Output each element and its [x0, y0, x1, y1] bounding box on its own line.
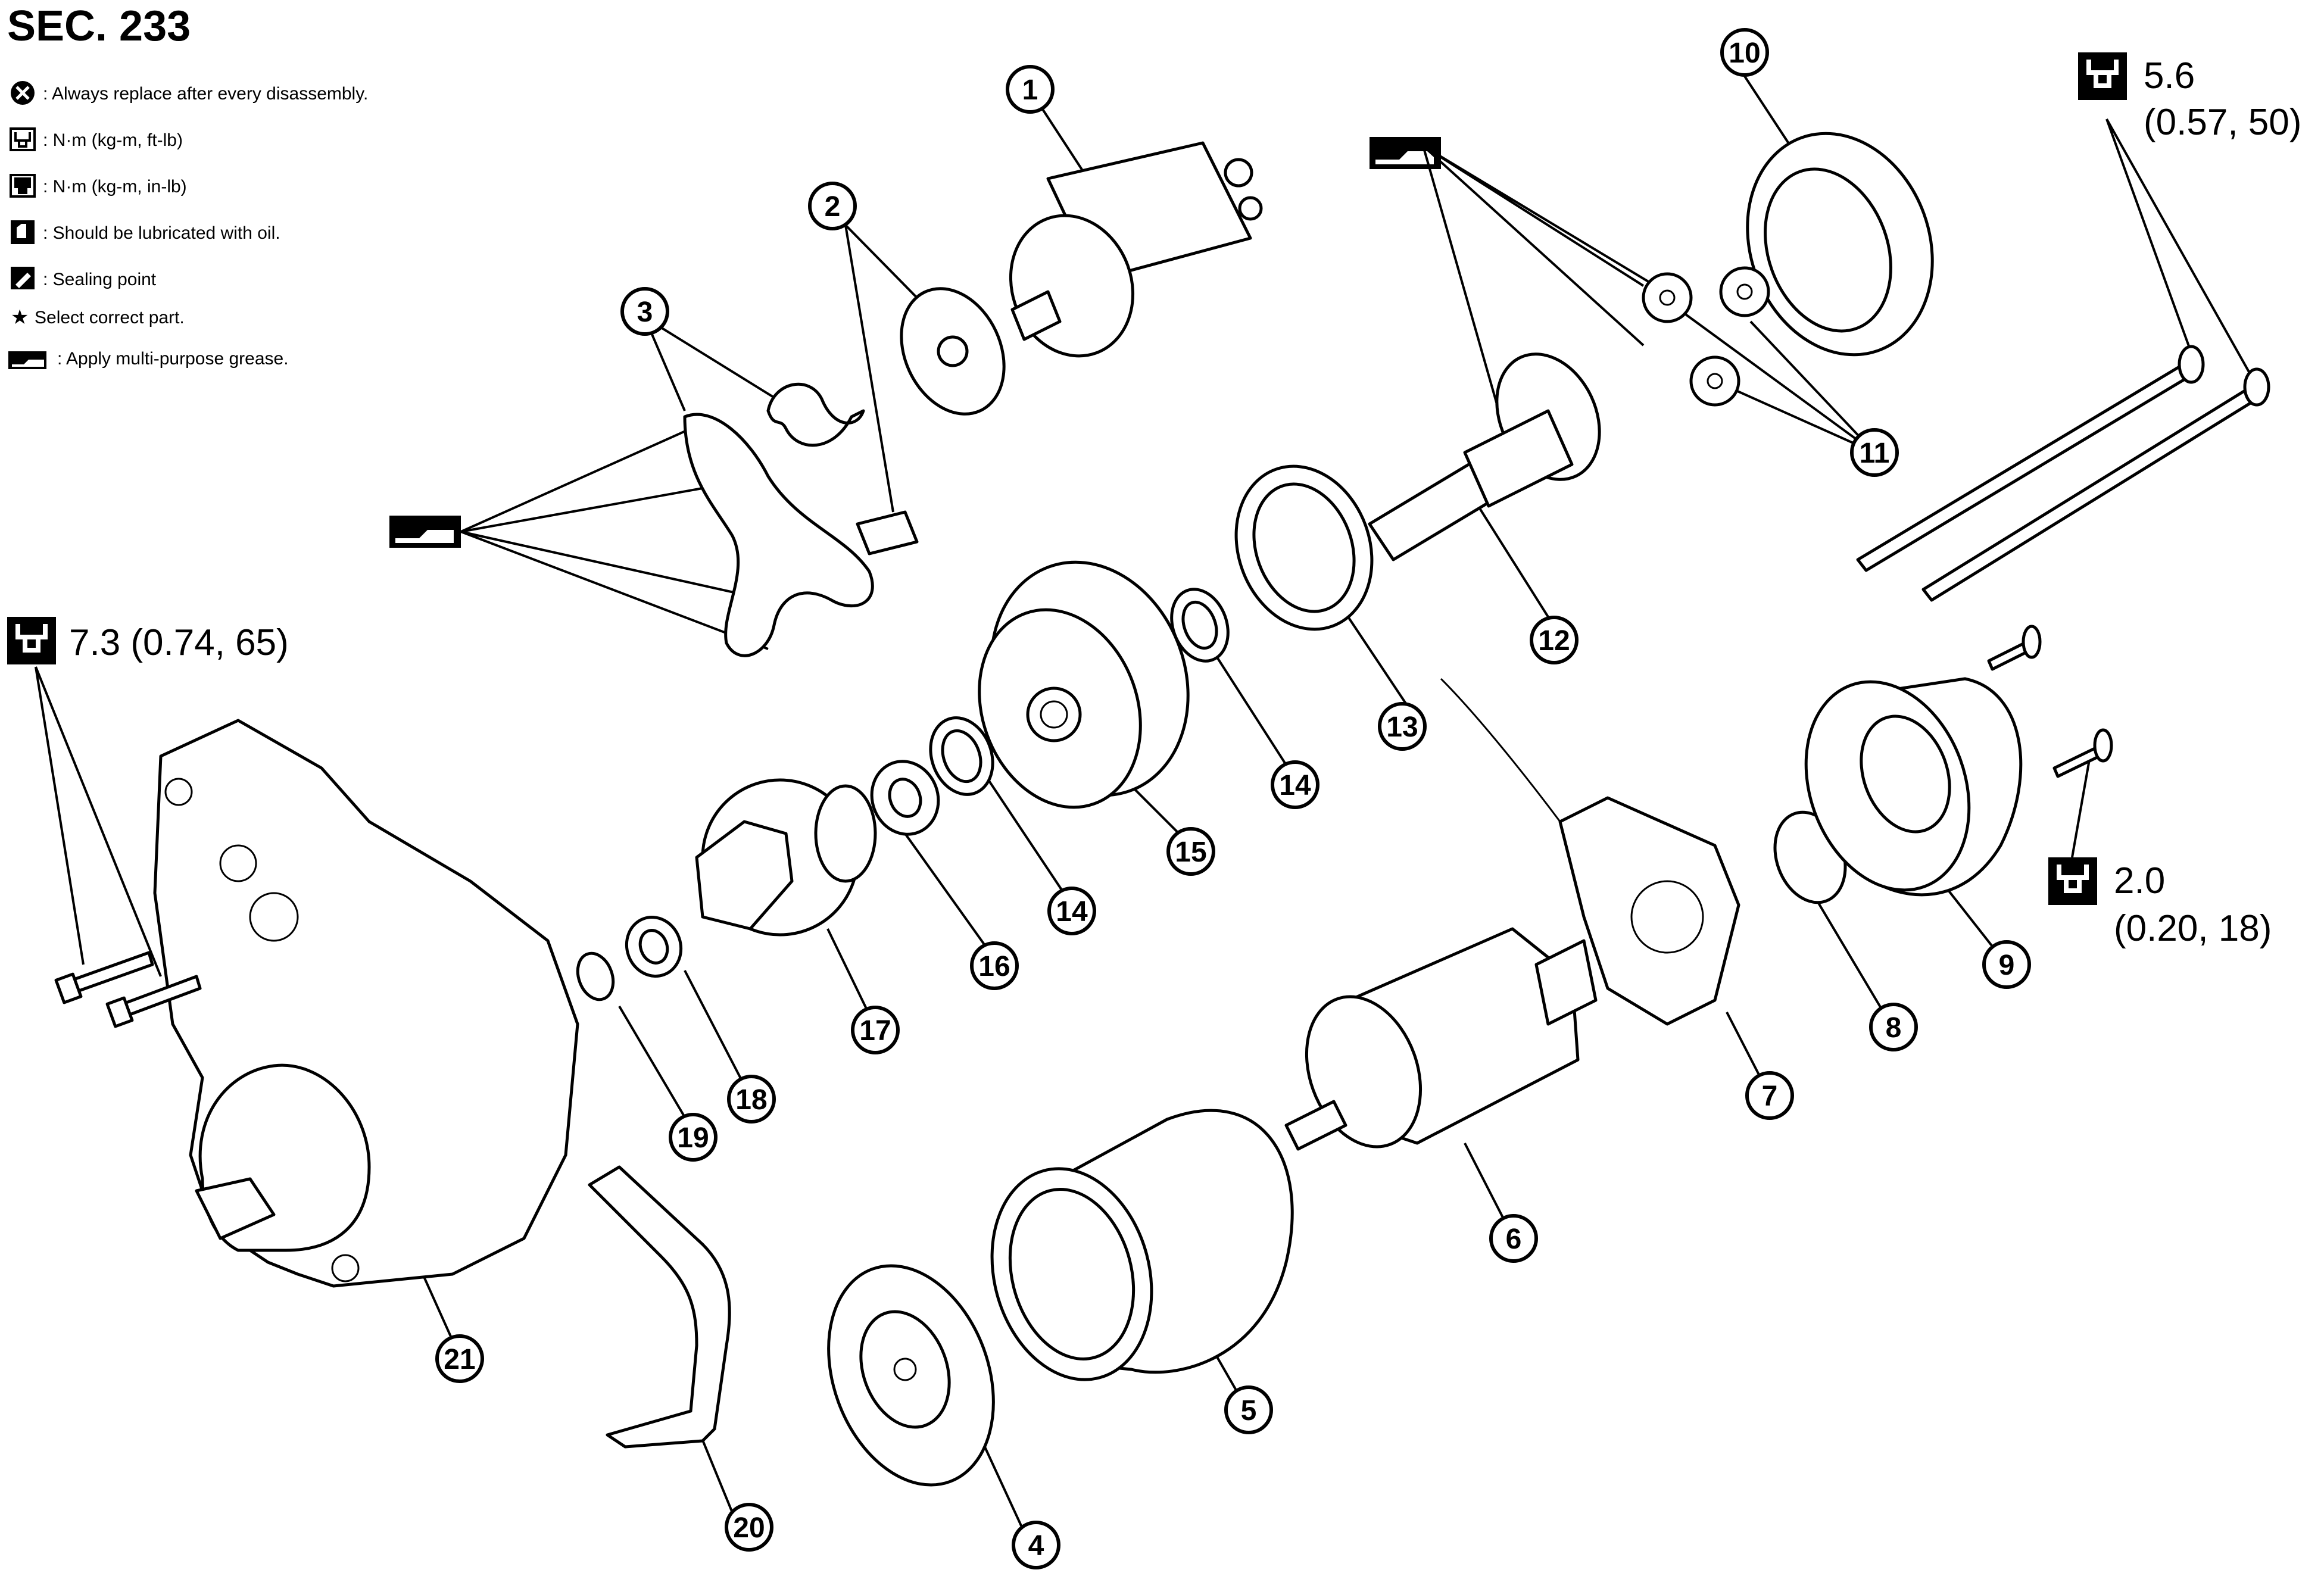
plate-packing [856, 287, 1006, 555]
svg-text:14: 14 [1279, 770, 1311, 801]
svg-text:18: 18 [735, 1084, 767, 1116]
svg-text:16: 16 [978, 951, 1010, 982]
torque-3-line1: 2.0 [2114, 860, 2165, 901]
snap-ring [576, 951, 615, 1001]
callout-4: 4 [1012, 1521, 1060, 1569]
svg-text:8: 8 [1886, 1012, 1902, 1044]
callout-2: 2 [808, 182, 857, 230]
pinion-shaft [1368, 352, 1601, 561]
svg-text:19: 19 [677, 1122, 709, 1154]
callouts: 1 2 3 4 5 6 7 8 9 10 11 12 13 14 14 15 1… [435, 28, 2031, 1569]
callout-21: 21 [435, 1334, 484, 1383]
legend-grease: : Apply multi-purpose grease. [57, 349, 289, 369]
callout-20: 20 [725, 1503, 773, 1552]
callout-7: 7 [1745, 1071, 1794, 1120]
callout-17: 17 [851, 1006, 900, 1054]
svg-text:17: 17 [859, 1015, 891, 1047]
svg-text:13: 13 [1386, 711, 1418, 743]
callout-1: 1 [1006, 65, 1055, 114]
callout-14a: 14 [1271, 760, 1319, 809]
svg-text:20: 20 [733, 1512, 765, 1544]
star-icon: ★ [11, 306, 29, 329]
svg-text:12: 12 [1538, 625, 1570, 657]
torque-spec-1: 5.6 (0.57, 50) [2078, 52, 2301, 143]
svg-text:5: 5 [1241, 1395, 1257, 1427]
torque-ftlb-icon [10, 127, 36, 151]
callout-19: 19 [669, 1113, 718, 1162]
svg-text:4: 4 [1028, 1530, 1044, 1562]
torque-inlb-icon [10, 174, 36, 198]
packing [1234, 464, 1374, 631]
callout-6: 6 [1489, 1214, 1538, 1263]
bracket [588, 1165, 731, 1449]
oil-icon [11, 220, 35, 244]
callout-9: 9 [1982, 940, 2031, 989]
legend-torque-inlb: : N·m (kg-m, in-lb) [43, 177, 187, 196]
callout-16: 16 [970, 941, 1019, 990]
callout-3: 3 [620, 287, 669, 336]
sealing-icon [11, 267, 35, 289]
gear-case [153, 719, 579, 1288]
torque-1-line1: 5.6 [2144, 55, 2195, 96]
legend-oil: : Should be lubricated with oil. [43, 223, 280, 243]
callout-12: 12 [1530, 616, 1579, 664]
svg-text:7: 7 [1762, 1081, 1778, 1112]
rear-screws [1987, 625, 2113, 778]
svg-text:21: 21 [444, 1344, 475, 1375]
replace-icon [11, 81, 35, 105]
callout-18: 18 [727, 1075, 776, 1124]
callout-8: 8 [1869, 1003, 1918, 1051]
yoke [990, 1109, 1294, 1381]
pinion-assembly [695, 778, 877, 937]
svg-text:2: 2 [825, 191, 841, 223]
pinion-stopper [625, 916, 683, 978]
grease-icon [8, 351, 46, 369]
svg-text:3: 3 [637, 297, 653, 328]
torque-2-line1: 7.3 (0.74, 65) [69, 622, 289, 663]
brush-holder [1440, 678, 1740, 1026]
callout-10: 10 [1720, 28, 1769, 77]
svg-text:15: 15 [1175, 837, 1206, 868]
legend-star: Select correct part. [35, 308, 185, 327]
washer-14b [929, 716, 994, 796]
through-bolts [1856, 345, 2270, 602]
svg-text:11: 11 [1860, 438, 1890, 469]
svg-text:1: 1 [1022, 74, 1038, 106]
dust-cover [827, 1264, 995, 1487]
rear-cover [1804, 677, 2023, 897]
shift-lever [683, 382, 874, 657]
callout-15: 15 [1166, 827, 1215, 876]
section-title: SEC. 233 [7, 2, 191, 50]
solenoid-switch [1009, 141, 1263, 358]
planetary-gears [1642, 266, 1770, 407]
torque-3-line2: (0.20, 18) [2114, 908, 2272, 949]
armature [1284, 927, 1598, 1151]
legend-torque-ftlb: : N·m (kg-m, ft-lb) [43, 130, 183, 150]
callout-14b: 14 [1047, 887, 1096, 935]
legend: : Always replace after every disassembly… [8, 81, 368, 369]
callout-13: 13 [1378, 702, 1427, 751]
svg-text:9: 9 [1999, 950, 2015, 981]
svg-text:6: 6 [1506, 1224, 1522, 1255]
center-case [978, 560, 1190, 809]
legend-replace: : Always replace after every disassembly… [43, 84, 368, 104]
legend-sealing: : Sealing point [43, 270, 157, 289]
callout-11: 11 [1850, 428, 1899, 477]
callout-5: 5 [1224, 1385, 1273, 1434]
svg-text:10: 10 [1729, 38, 1760, 69]
svg-text:14: 14 [1056, 896, 1088, 928]
grease-marker-left [389, 516, 461, 548]
gear-case-bolts [54, 951, 202, 1028]
grease-marker-top [1370, 137, 1441, 169]
stopper-ring [870, 760, 940, 836]
torque-spec-3: 2.0 (0.20, 18) [2048, 857, 2272, 949]
torque-spec-2: 7.3 (0.74, 65) [7, 617, 289, 664]
internal-gear [1746, 132, 1934, 357]
torque-1-line2: (0.57, 50) [2144, 102, 2301, 143]
